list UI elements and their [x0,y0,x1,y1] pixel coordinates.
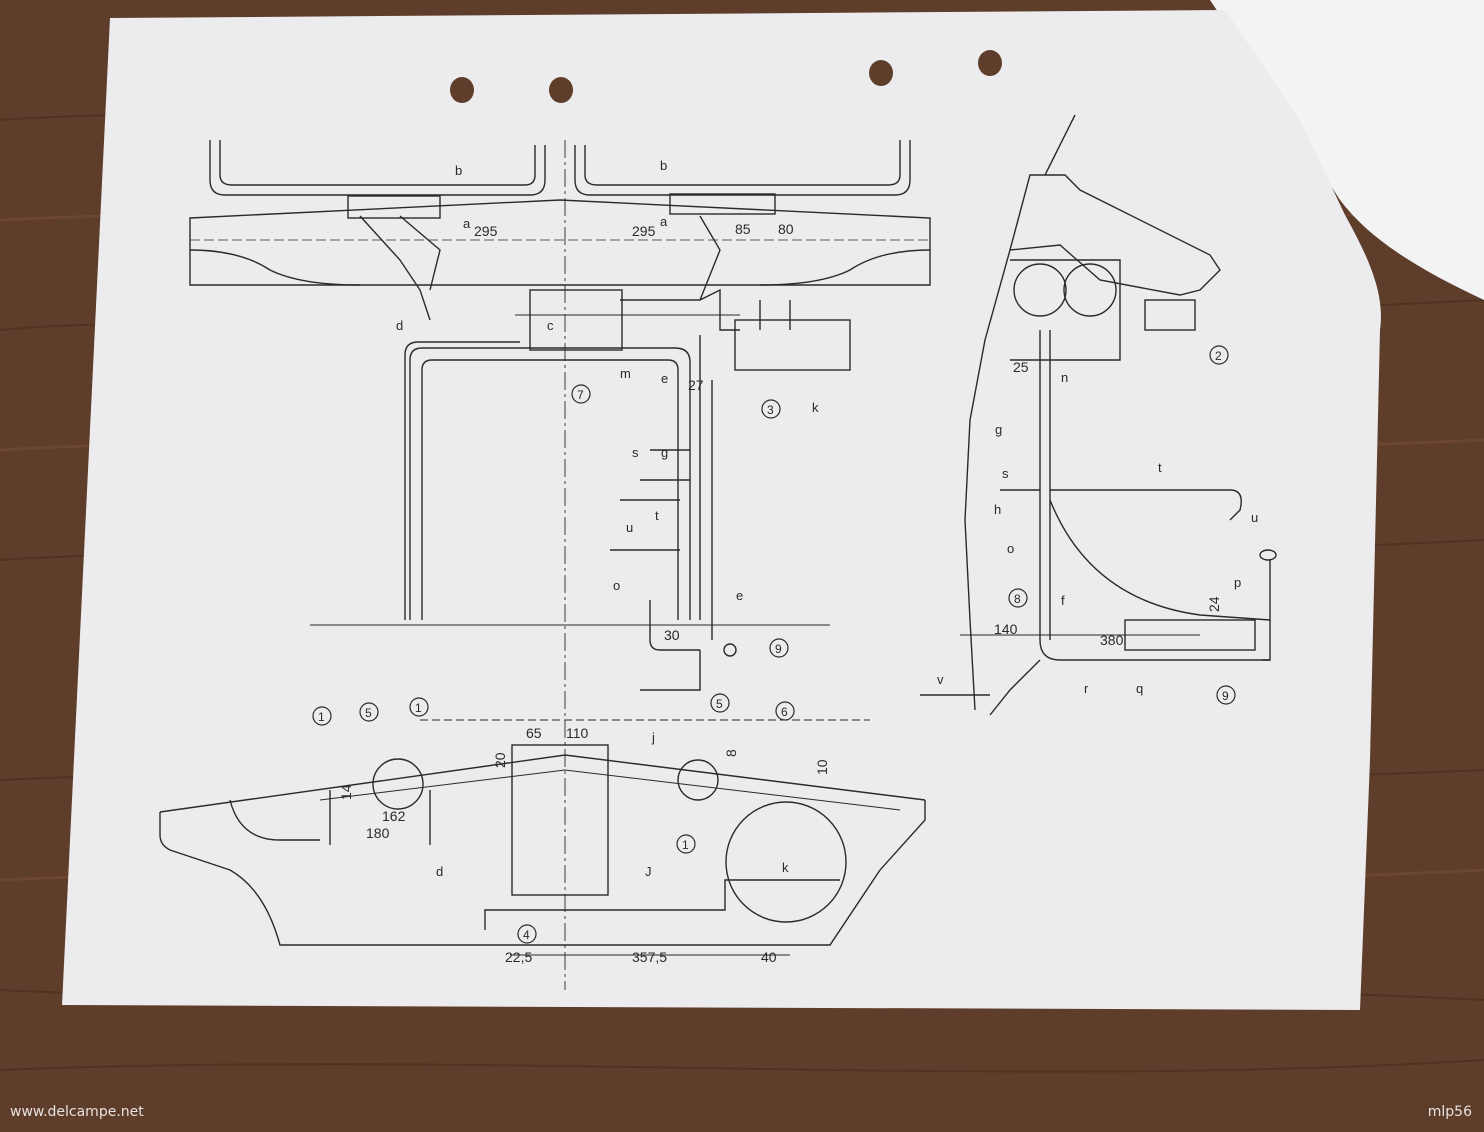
part-label-b: b [660,158,667,173]
dimension-295-right: 295 [632,223,656,239]
part-label-e: e [736,588,743,603]
dimension-357-5: 357,5 [632,949,667,965]
svg-text:7: 7 [577,388,584,402]
dimension-140: 140 [994,621,1018,637]
dimension-295-left: 295 [474,223,498,239]
part-label-s: s [1002,466,1009,481]
dimension-380: 380 [1100,632,1124,648]
svg-text:8: 8 [1014,592,1021,606]
dimension-22-5: 22,5 [505,949,532,965]
dimension-65: 65 [526,725,542,741]
callout-6: 6 [775,701,795,721]
part-label-r: r [1084,681,1089,696]
svg-text:9: 9 [775,642,782,656]
part-label-s: s [632,445,639,460]
drawing-lines [159,114,1277,990]
dimension-180: 180 [366,825,390,841]
dimension-8: 8 [723,749,739,757]
part-label-o: o [613,578,620,593]
dimension-80: 80 [778,221,794,237]
svg-text:1: 1 [682,838,689,852]
part-label-j: j [651,730,655,745]
part-label-u: u [1251,510,1258,525]
part-label-p: p [1234,575,1241,590]
dimension-25: 25 [1013,359,1029,375]
dimension-162: 162 [382,808,406,824]
part-label-o: o [1007,541,1014,556]
dimension-10: 10 [814,759,830,775]
part-label-n: n [1061,370,1068,385]
callout-4: 4 [517,924,537,944]
part-label-m: m [620,366,631,381]
svg-text:5: 5 [716,697,723,711]
dimension-40: 40 [761,949,777,965]
svg-text:2: 2 [1215,349,1222,363]
callout-8: 8 [1008,588,1028,608]
callout-1: 1 [676,834,696,854]
part-label-c: c [547,318,554,333]
part-label-h: h [994,502,1001,517]
background-paper [1210,0,1484,300]
punch-hole [978,50,1002,76]
punch-hole [549,77,573,103]
dimension-110: 110 [566,725,589,741]
part-label-j-upper: J [645,864,652,879]
part-label-q: q [1136,681,1143,696]
dimension-85: 85 [735,221,751,237]
svg-text:4: 4 [523,928,530,942]
callout-7: 7 [571,384,591,404]
callout-3: 3 [761,399,781,419]
part-label-g: g [995,422,1002,437]
part-label-a: a [660,214,668,229]
svg-text:9: 9 [1222,689,1229,703]
part-label-g: g [661,445,668,460]
part-label-f: f [1061,593,1065,608]
dimension-24: 24 [1206,596,1222,612]
callout-9: 9 [769,638,789,658]
part-label-u: u [626,520,633,535]
part-label-d: d [436,864,443,879]
callout-2: 2 [1209,345,1229,365]
dimension-14: 14 [338,784,354,800]
part-label-d: d [396,318,403,333]
part-label-k: k [782,860,789,875]
watermark-delcampe: www.delcampe.net [10,1104,144,1120]
svg-text:1: 1 [318,710,325,724]
watermark-seller: mlp56 [1427,1104,1472,1120]
callout-5: 5 [710,693,730,713]
svg-text:1: 1 [415,701,422,715]
part-label-t: t [1158,460,1162,475]
part-label-b: b [455,163,462,178]
svg-text:6: 6 [781,705,788,719]
punch-hole [869,60,893,86]
callout-1: 1 [409,697,429,717]
punch-hole [450,77,474,103]
callout-5: 5 [359,702,379,722]
svg-text:3: 3 [767,403,774,417]
callout-1: 1 [312,706,332,726]
punch-holes [450,50,1002,103]
dimension-27: 27 [688,377,704,393]
dimension-20: 20 [492,752,508,768]
svg-text:5: 5 [365,706,372,720]
part-label-t: t [655,508,659,523]
part-label-k: k [812,400,819,415]
part-label-a: a [463,216,471,231]
callout-9: 9 [1216,685,1236,705]
part-label-e: e [661,371,668,386]
part-label-v: v [937,672,944,687]
dimension-30: 30 [664,627,680,643]
